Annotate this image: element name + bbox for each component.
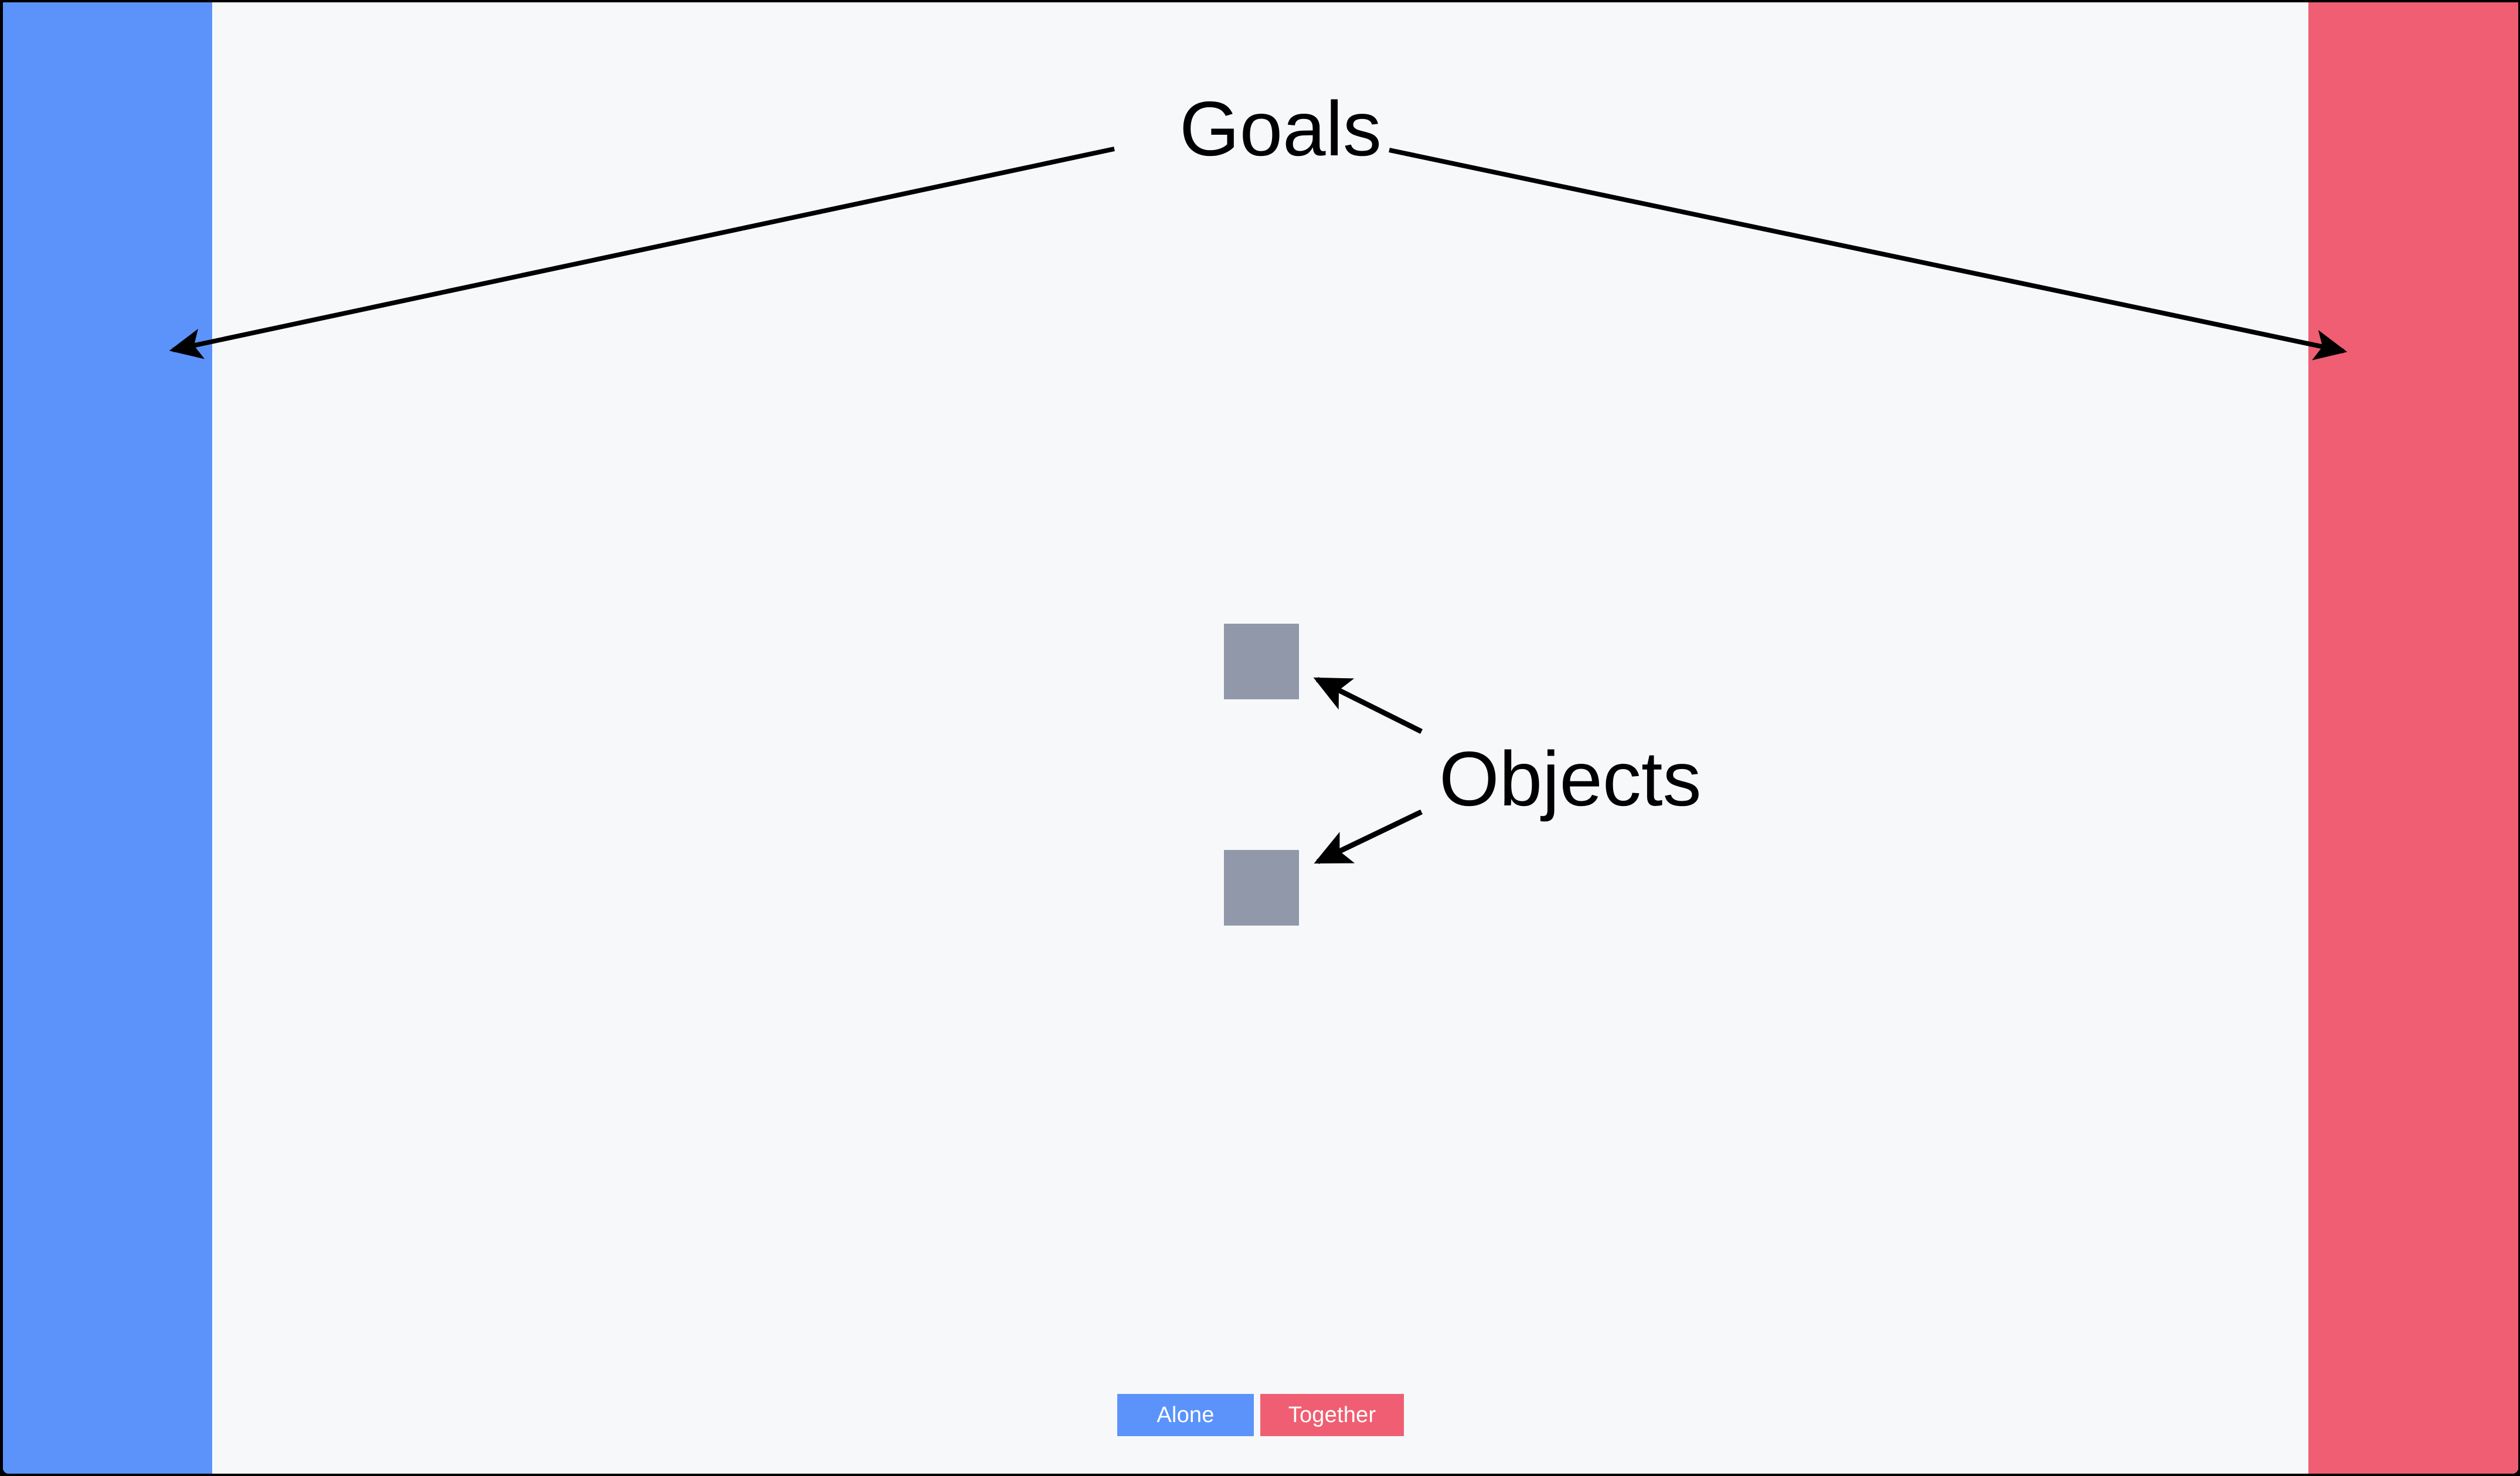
game-object-bottom[interactable] <box>1224 850 1299 926</box>
together-button[interactable]: Together <box>1260 1394 1404 1436</box>
goal-zone-left[interactable] <box>3 2 212 1474</box>
game-object-top[interactable] <box>1224 624 1299 699</box>
alone-button[interactable]: Alone <box>1117 1394 1254 1436</box>
playfield <box>212 2 2308 1474</box>
mode-control-bar: Alone Together <box>3 1394 2518 1436</box>
goal-zone-right[interactable] <box>2308 2 2518 1474</box>
game-stage: Goals Objects Alone Together <box>3 2 2518 1474</box>
objects-label: Objects <box>1439 736 1702 822</box>
goals-label: Goals <box>1179 86 1382 172</box>
